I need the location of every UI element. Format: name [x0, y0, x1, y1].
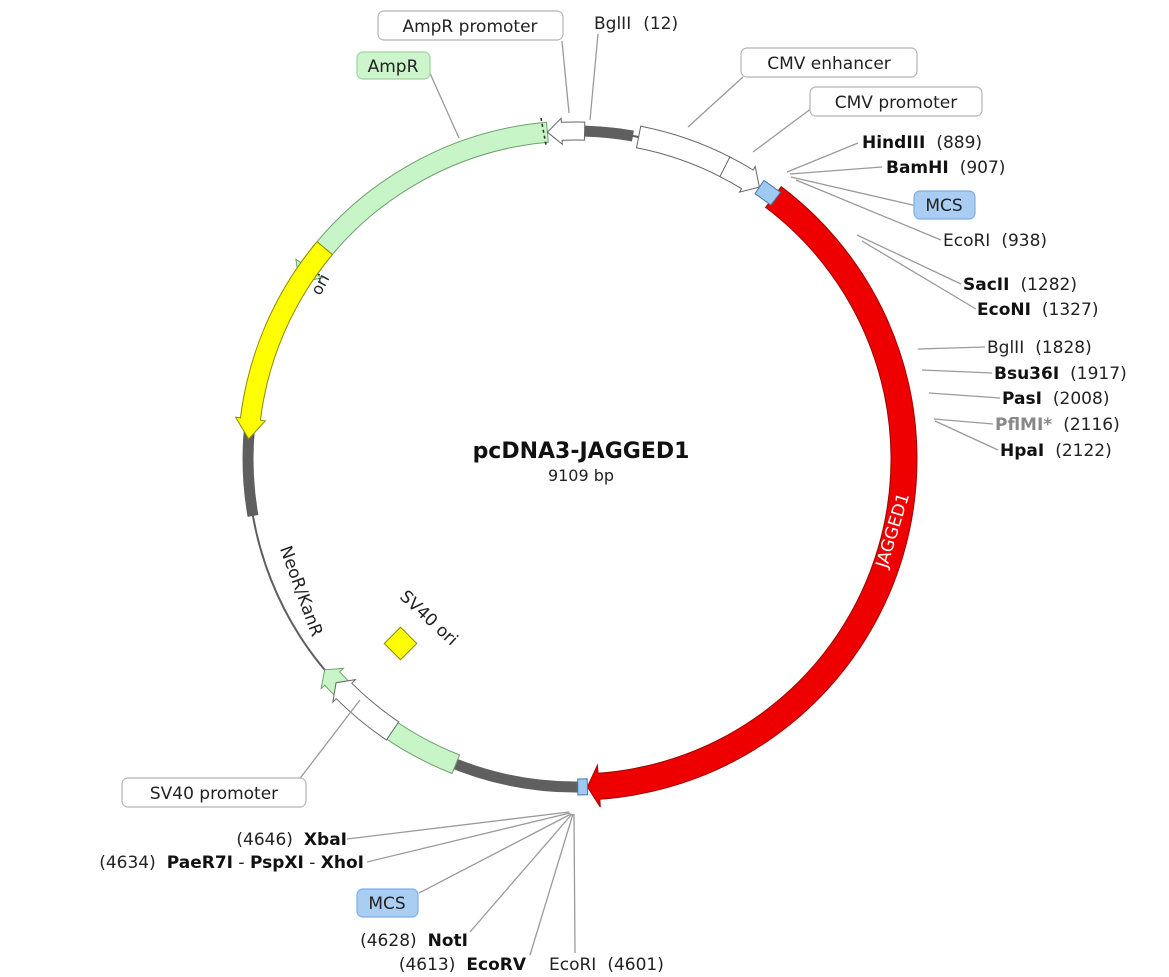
- mcs-top-block[interactable]: [754, 179, 782, 206]
- cmv-promoter-feature[interactable]: [719, 156, 760, 193]
- site-bamhi[interactable]: BamHI(907): [886, 158, 1005, 178]
- sv40-promoter-label: SV40 promoter: [150, 784, 278, 804]
- leader-lines: [297, 33, 1001, 956]
- mcs-bottom-block[interactable]: [577, 778, 589, 796]
- site-econi[interactable]: EcoNI(1327): [977, 300, 1098, 320]
- mcs-bottom-label: MCS: [368, 894, 405, 914]
- site-hindiii[interactable]: HindIII(889): [862, 133, 982, 153]
- sv40-ori-marker[interactable]: [383, 626, 418, 661]
- ori-feature-arrow[interactable]: [234, 240, 334, 440]
- mcs-bottom-label-box[interactable]: [356, 888, 419, 918]
- ampr-promoter-feature[interactable]: [546, 117, 586, 146]
- cmv-enhancer-label-box[interactable]: [740, 47, 918, 78]
- backbone-segment: [242, 415, 259, 517]
- ampr-dotted-mark: [540, 117, 547, 146]
- neor-label: NeoR/KanR: [275, 543, 326, 639]
- jagged1-feature-arrow[interactable]: [586, 185, 918, 808]
- site-sacii[interactable]: SacII(1282): [963, 275, 1077, 295]
- cmv-promoter-label: CMV promoter: [835, 93, 957, 113]
- mcs-top-label: MCS: [925, 196, 962, 216]
- site-ecori-top[interactable]: EcoRI(938): [943, 231, 1047, 251]
- site-hpai[interactable]: HpaI(2122): [1000, 441, 1112, 461]
- backbone-segment: [445, 755, 585, 793]
- ampr-promoter-label: AmpR promoter: [402, 17, 537, 37]
- plasmid-size: 9109 bp: [548, 466, 614, 485]
- ampr-promoter-label-box[interactable]: [377, 10, 564, 41]
- site-xhoi-group[interactable]: (4634)PaeR7I - PspXI - XhoI: [99, 853, 364, 873]
- cmv-enhancer-label: CMV enhancer: [767, 54, 891, 74]
- ampr-label-box[interactable]: [356, 51, 431, 80]
- sv40-promoter-feature[interactable]: [332, 678, 400, 741]
- ampr-feature-arrow[interactable]: [295, 121, 549, 284]
- mcs-top-label-box[interactable]: [913, 190, 976, 220]
- site-bsu36i[interactable]: Bsu36I(1917): [994, 364, 1127, 384]
- cmv-promoter-label-box[interactable]: [809, 86, 983, 117]
- backbone-segment: [584, 125, 634, 142]
- site-pasi[interactable]: PasI(2008): [1002, 389, 1109, 409]
- site-ecori-bottom[interactable]: EcoRI(4601): [549, 955, 664, 975]
- site-pflmi[interactable]: PflMI*(2116): [995, 415, 1120, 435]
- plasmid-name: pcDNA3-JAGGED1: [473, 439, 690, 464]
- sv40-promoter-label-box[interactable]: [121, 777, 307, 808]
- site-noti[interactable]: (4628)NotI: [360, 931, 468, 951]
- cmv-enhancer-feature[interactable]: [635, 125, 734, 179]
- site-bglii-top[interactable]: BglII(12): [594, 14, 678, 34]
- site-bglii-2[interactable]: BglII(1828): [987, 338, 1092, 358]
- ampr-label: AmpR: [368, 57, 419, 77]
- site-ecorv[interactable]: (4613)EcoRV: [399, 955, 527, 975]
- site-xbai[interactable]: (4646)XbaI: [236, 830, 347, 850]
